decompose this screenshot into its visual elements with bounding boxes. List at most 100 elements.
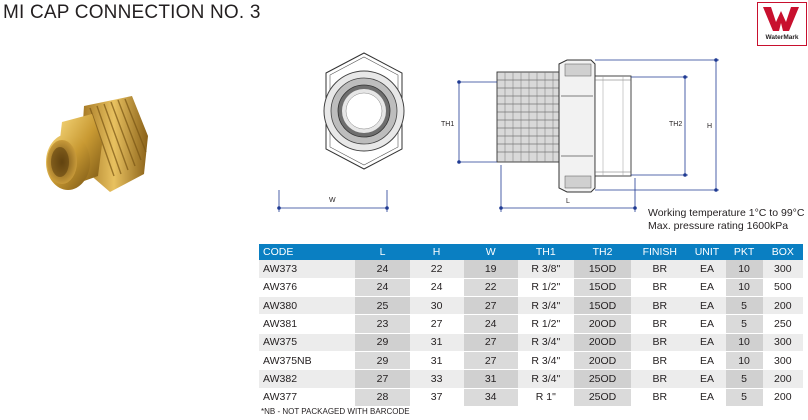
cell-code: AW381 [259,314,356,334]
cell-w: 27 [463,351,518,371]
column-header-box: BOX [762,244,803,260]
cell-finish: BR [631,260,689,279]
cell-th2: 15OD [573,260,632,279]
cell-code: AW375 [259,333,356,352]
working-temperature: Working temperature 1°C to 99°C [648,207,805,219]
cell-pkt: 10 [725,278,763,298]
cell-h: 22 [409,260,464,279]
cell-unit: EA [688,388,726,407]
cell-pkt: 5 [725,388,763,407]
specifications: Working temperature 1°C to 99°C Max. pre… [648,207,804,233]
cell-l: 28 [355,388,410,407]
cell-finish: BR [631,296,689,316]
cell-l: 27 [355,369,410,389]
cell-box: 200 [762,388,803,407]
cell-pkt: 10 [725,351,763,371]
cell-finish: BR [631,369,689,389]
cell-th1: R 1/2" [517,314,574,334]
cell-code: AW380 [259,296,356,316]
cell-w: 22 [463,278,518,298]
cell-w: 27 [463,296,518,316]
cell-w: 27 [463,333,518,352]
logo-text: WaterMark [765,34,799,41]
cell-unit: EA [688,369,726,389]
cell-th1: R 3/4" [517,351,574,371]
cell-pkt: 5 [725,369,763,389]
cell-box: 250 [762,314,803,334]
table-header-row: CODE L H W TH1 TH2 FINISH UNIT PKT BOX [259,244,803,260]
cell-th1: R 3/4" [517,333,574,352]
cell-box: 200 [762,296,803,316]
cell-pkt: 10 [725,260,763,279]
cell-th2: 20OD [573,351,632,371]
watermark-w-icon [763,7,799,31]
cell-box: 500 [762,278,803,298]
barcode-note: *NB - NOT PACKAGED WITH BARCODE [261,407,410,416]
cell-box: 300 [762,260,803,279]
dim-label-h: H [707,123,712,130]
cell-pkt: 5 [725,296,763,316]
dim-label-l: L [566,198,570,205]
cell-th2: 20OD [573,333,632,352]
cell-th2: 15OD [573,278,632,298]
cell-box: 300 [762,351,803,371]
column-header-pkt: PKT [725,244,763,260]
cell-finish: BR [631,351,689,371]
column-header-h: H [409,244,464,260]
cell-unit: EA [688,260,726,279]
cell-l: 25 [355,296,410,316]
cell-h: 33 [409,369,464,389]
cell-w: 31 [463,369,518,389]
cell-th2: 25OD [573,388,632,407]
cell-th1: R 3/4" [517,296,574,316]
column-header-w: W [463,244,518,260]
cell-unit: EA [688,314,726,334]
cell-h: 31 [409,333,464,352]
column-header-l: L [355,244,410,260]
product-photo [40,96,150,201]
dim-label-w: W [329,197,336,204]
cell-w: 34 [463,388,518,407]
column-header-code: CODE [259,244,356,260]
column-header-th1: TH1 [517,244,574,260]
cell-pkt: 10 [725,333,763,352]
cell-finish: BR [631,278,689,298]
cell-th2: 25OD [573,369,632,389]
cell-finish: BR [631,314,689,334]
cell-th1: R 3/4" [517,369,574,389]
cell-w: 24 [463,314,518,334]
cell-code: AW375NB [259,351,356,371]
cell-h: 31 [409,351,464,371]
cell-code: AW382 [259,369,356,389]
cell-finish: BR [631,333,689,352]
cell-h: 24 [409,278,464,298]
cell-th1: R 3/8" [517,260,574,279]
cell-unit: EA [688,278,726,298]
front-view-drawing [277,52,405,212]
technical-drawing: W [277,52,719,212]
cell-code: AW376 [259,278,356,298]
cell-box: 200 [762,369,803,389]
column-header-th2: TH2 [573,244,632,260]
cell-box: 300 [762,333,803,352]
dim-label-th1: TH1 [441,121,454,128]
cell-unit: EA [688,296,726,316]
cell-w: 19 [463,260,518,279]
cell-l: 24 [355,278,410,298]
cell-l: 29 [355,333,410,352]
cell-h: 37 [409,388,464,407]
cell-pkt: 5 [725,314,763,334]
cell-th1: R 1" [517,388,574,407]
cell-unit: EA [688,351,726,371]
side-view-drawing [457,58,719,212]
dim-label-th2: TH2 [669,121,682,128]
cell-h: 27 [409,314,464,334]
column-header-unit: UNIT [688,244,726,260]
